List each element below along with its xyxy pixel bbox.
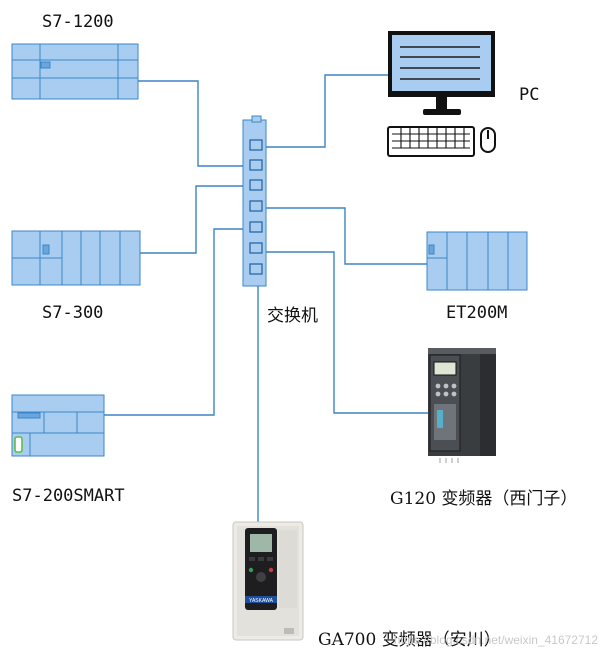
cables [104,74,430,528]
cable-s7-300 [140,185,252,254]
g120-drive [428,348,496,463]
switch-ports [249,139,263,275]
ga700-drive: YASKAWA [232,521,304,641]
keyboard-icon [387,126,475,157]
s7-300-plc [11,230,141,286]
s7-200smart-plc [11,394,105,457]
watermark: https://blog.csdn.net/weixin_41672712 [393,633,598,647]
ga700-brand-badge: YASKAWA [249,598,274,604]
label-s7-1200: S7-1200 [42,12,114,32]
mouse-icon [480,127,496,153]
monitor-icon [388,31,495,115]
cable-pc [266,74,392,148]
cable-s7-200smart [104,228,252,416]
label-et200m: ET200M [446,303,508,323]
ethernet-switch [242,115,267,287]
label-ga700: GA700 变频器（安川） [318,630,501,650]
label-switch: 交换机 [267,306,318,326]
cable-s7-1200 [138,80,252,167]
et200m-io [426,231,528,291]
cable-et200m [266,207,428,265]
cable-g120 [266,251,430,414]
label-pc: PC [519,85,540,105]
label-s7-300: S7-300 [42,303,104,323]
label-g120: G120 变频器（西门子） [390,489,578,509]
label-s7-200smart: S7-200SMART [12,486,125,506]
pc-workstation [387,31,496,157]
s7-1200-plc [11,43,139,100]
